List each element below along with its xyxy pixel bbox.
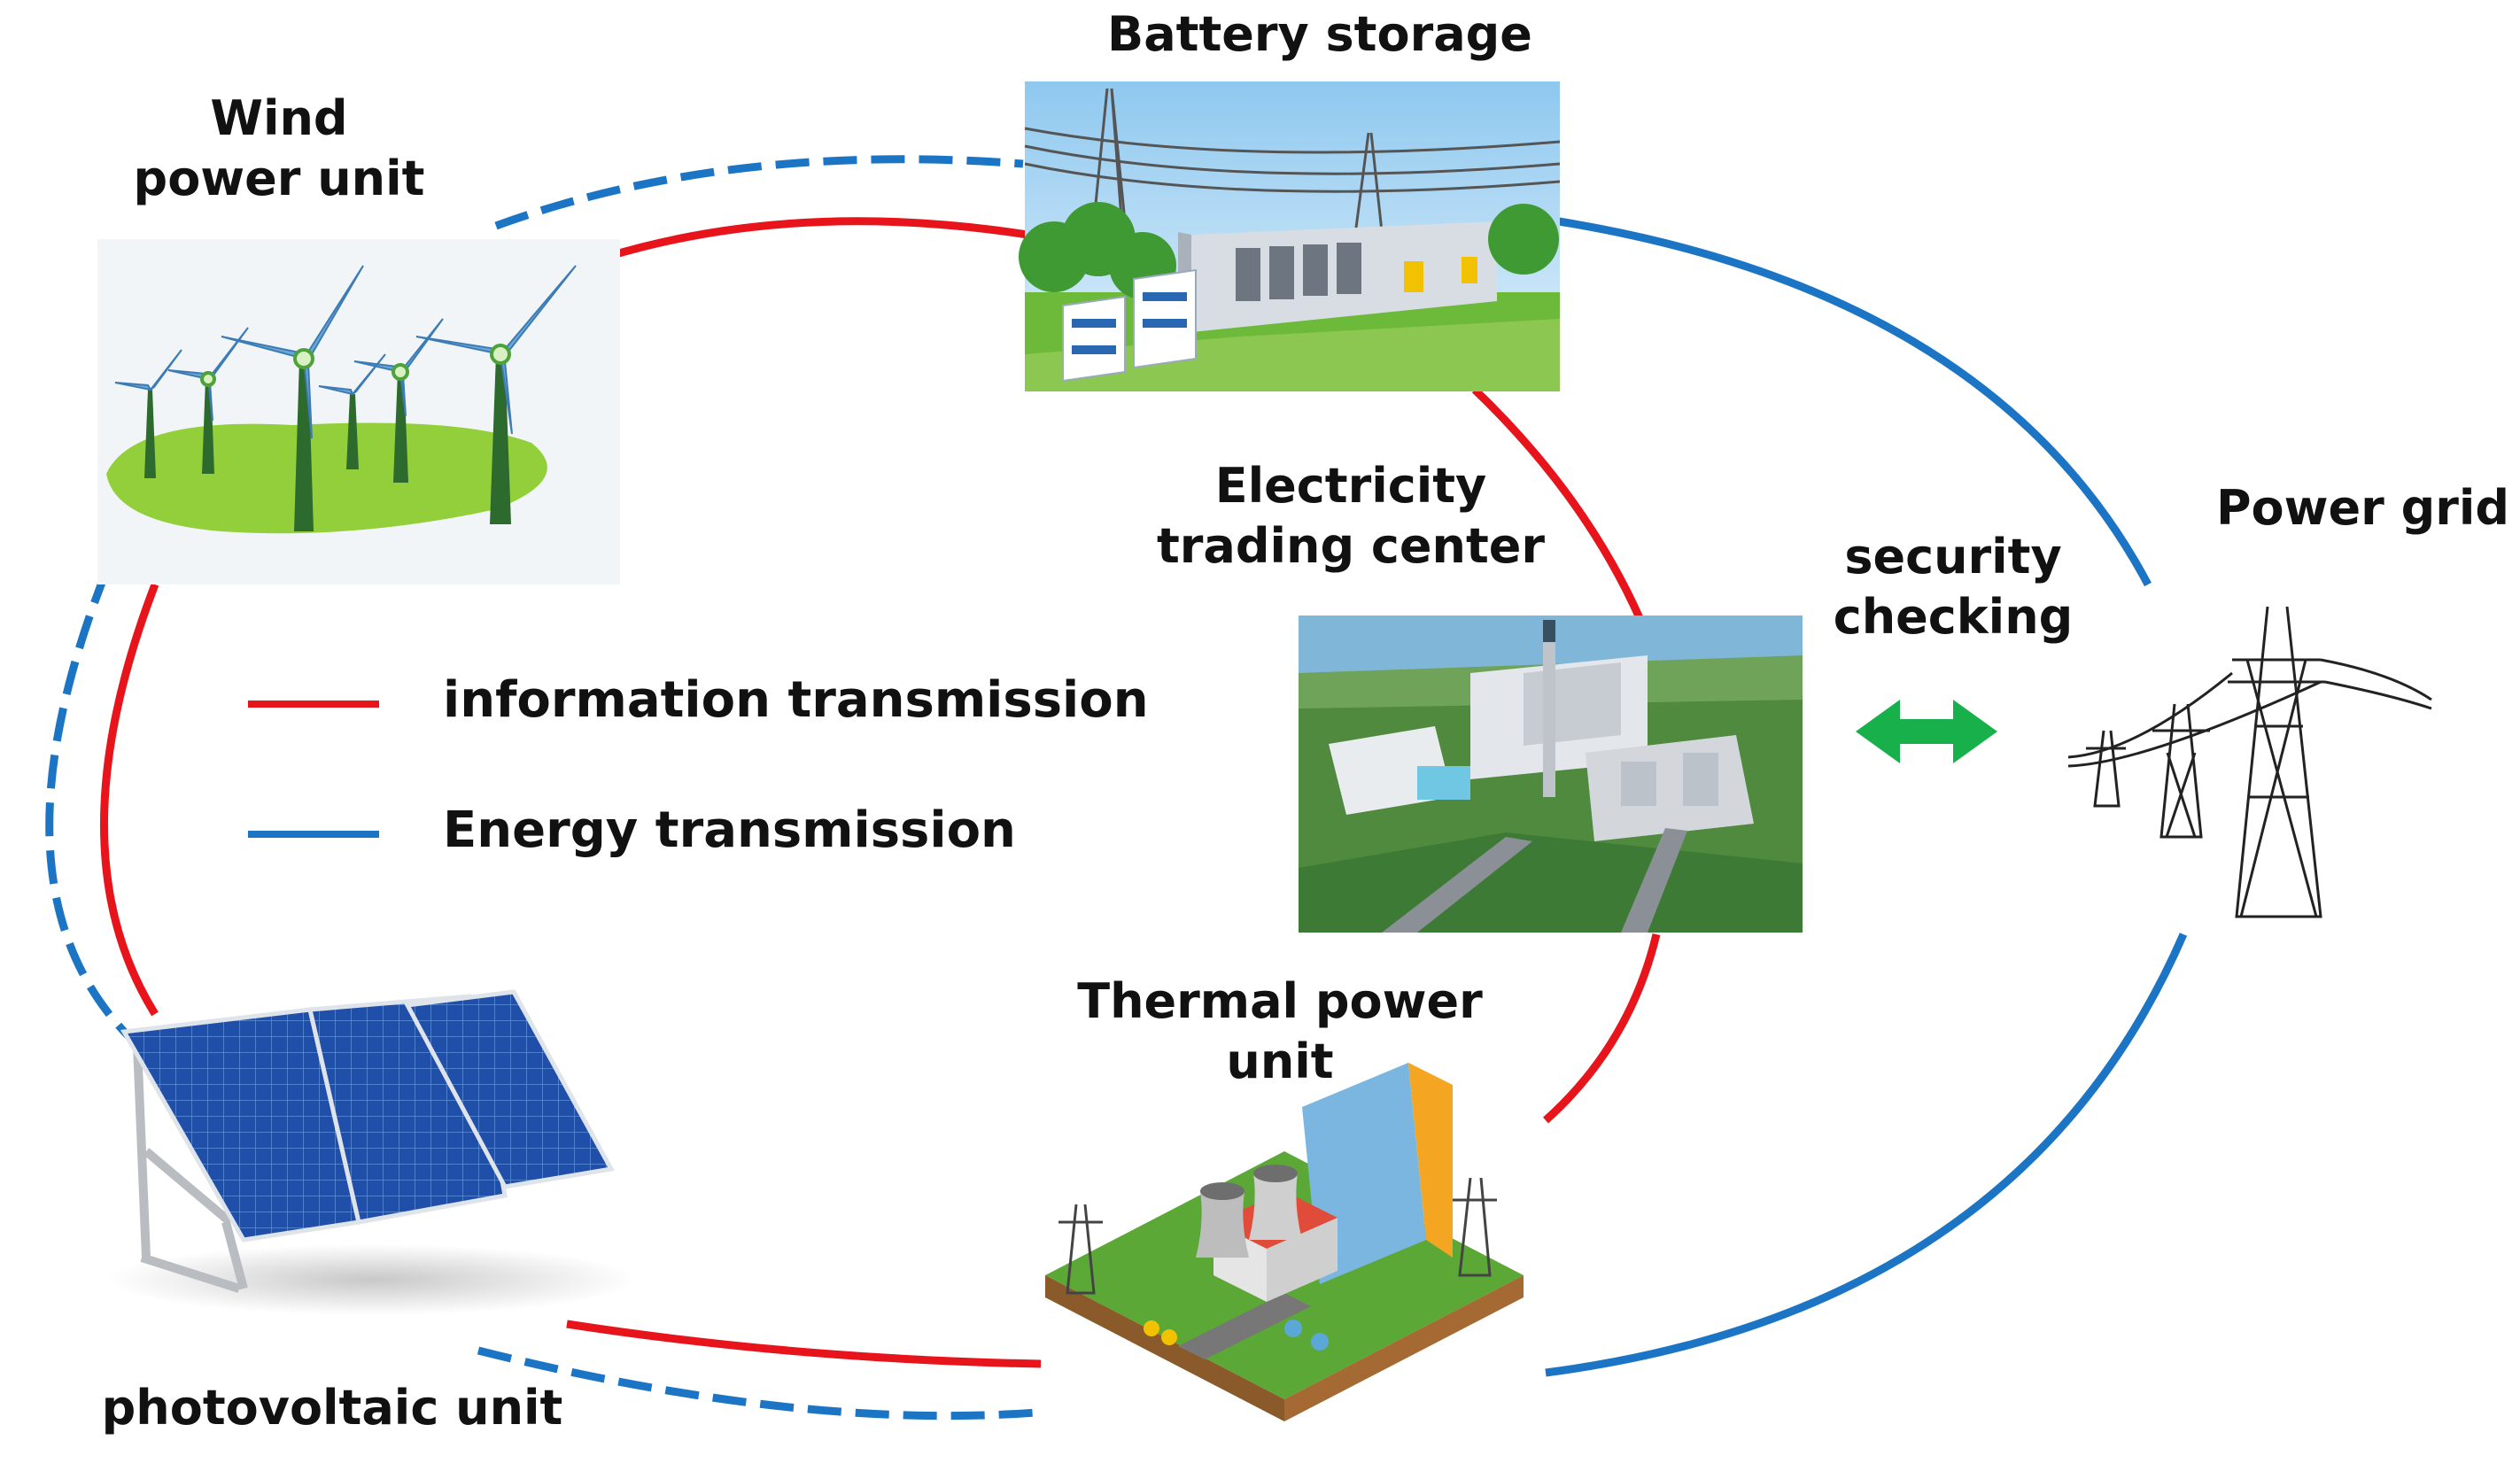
solar-panels-icon: [106, 989, 638, 1315]
info-link-wind-pv: [100, 583, 159, 1017]
energy-link-wind-battery: [494, 155, 1024, 230]
battery-label-text: Battery storage: [1107, 6, 1532, 62]
photovoltaic-unit-label: photovoltaic unit: [84, 1378, 580, 1438]
energy-link-wind-pv: [45, 569, 132, 1040]
security-checking-label: security checking: [1820, 527, 2086, 647]
thermal-power-label: Thermal power unit: [1041, 972, 1519, 1092]
wind-label-line2: power unit: [133, 151, 425, 206]
trading-center-label: Electricity trading center: [1143, 456, 1559, 577]
connection-lines: [45, 155, 2188, 1421]
security-double-arrow: [1856, 700, 1997, 763]
battery-storage-station-icon: [1019, 81, 1561, 391]
legend-info-label: information transmission: [443, 671, 1149, 729]
security-label-line2: checking: [1833, 589, 2074, 645]
energy-link-pv-thermal: [477, 1346, 1037, 1421]
power-grid-label-text: Power grid: [2215, 480, 2510, 536]
thermal-power-plant-icon: [1045, 1063, 1524, 1421]
trading-label-line2: trading center: [1156, 518, 1546, 574]
info-link-pv-thermal: [566, 1320, 1042, 1368]
energy-link-battery-grid: [1558, 217, 2152, 587]
info-link-battery-trading: [1471, 386, 1645, 622]
thermal-label-line1: Thermal power: [1077, 973, 1483, 1029]
photovoltaic-label-text: photovoltaic unit: [101, 1380, 563, 1436]
wind-label-line1: Wind: [210, 90, 348, 146]
legend-swatches: [248, 701, 379, 838]
transmission-towers-icon: [2067, 606, 2432, 918]
info-link-wind-battery: [605, 217, 1028, 261]
security-label-line1: security: [1844, 529, 2062, 585]
trading-label-line1: Electricity: [1214, 458, 1487, 514]
battery-storage-label: Battery storage: [1045, 4, 1594, 65]
energy-link-grid-thermal: [1545, 933, 2188, 1377]
thermal-label-line2: unit: [1226, 1034, 1334, 1089]
info-link-trading-thermal: [1542, 933, 1661, 1124]
legend-energy-label: Energy transmission: [443, 801, 1016, 859]
wind-turbines-icon: [97, 239, 620, 585]
wind-power-unit-label: Wind power unit: [124, 89, 434, 209]
power-grid-label: Power grid: [2210, 478, 2516, 538]
trading-center-aerial-icon: [1299, 615, 1803, 933]
